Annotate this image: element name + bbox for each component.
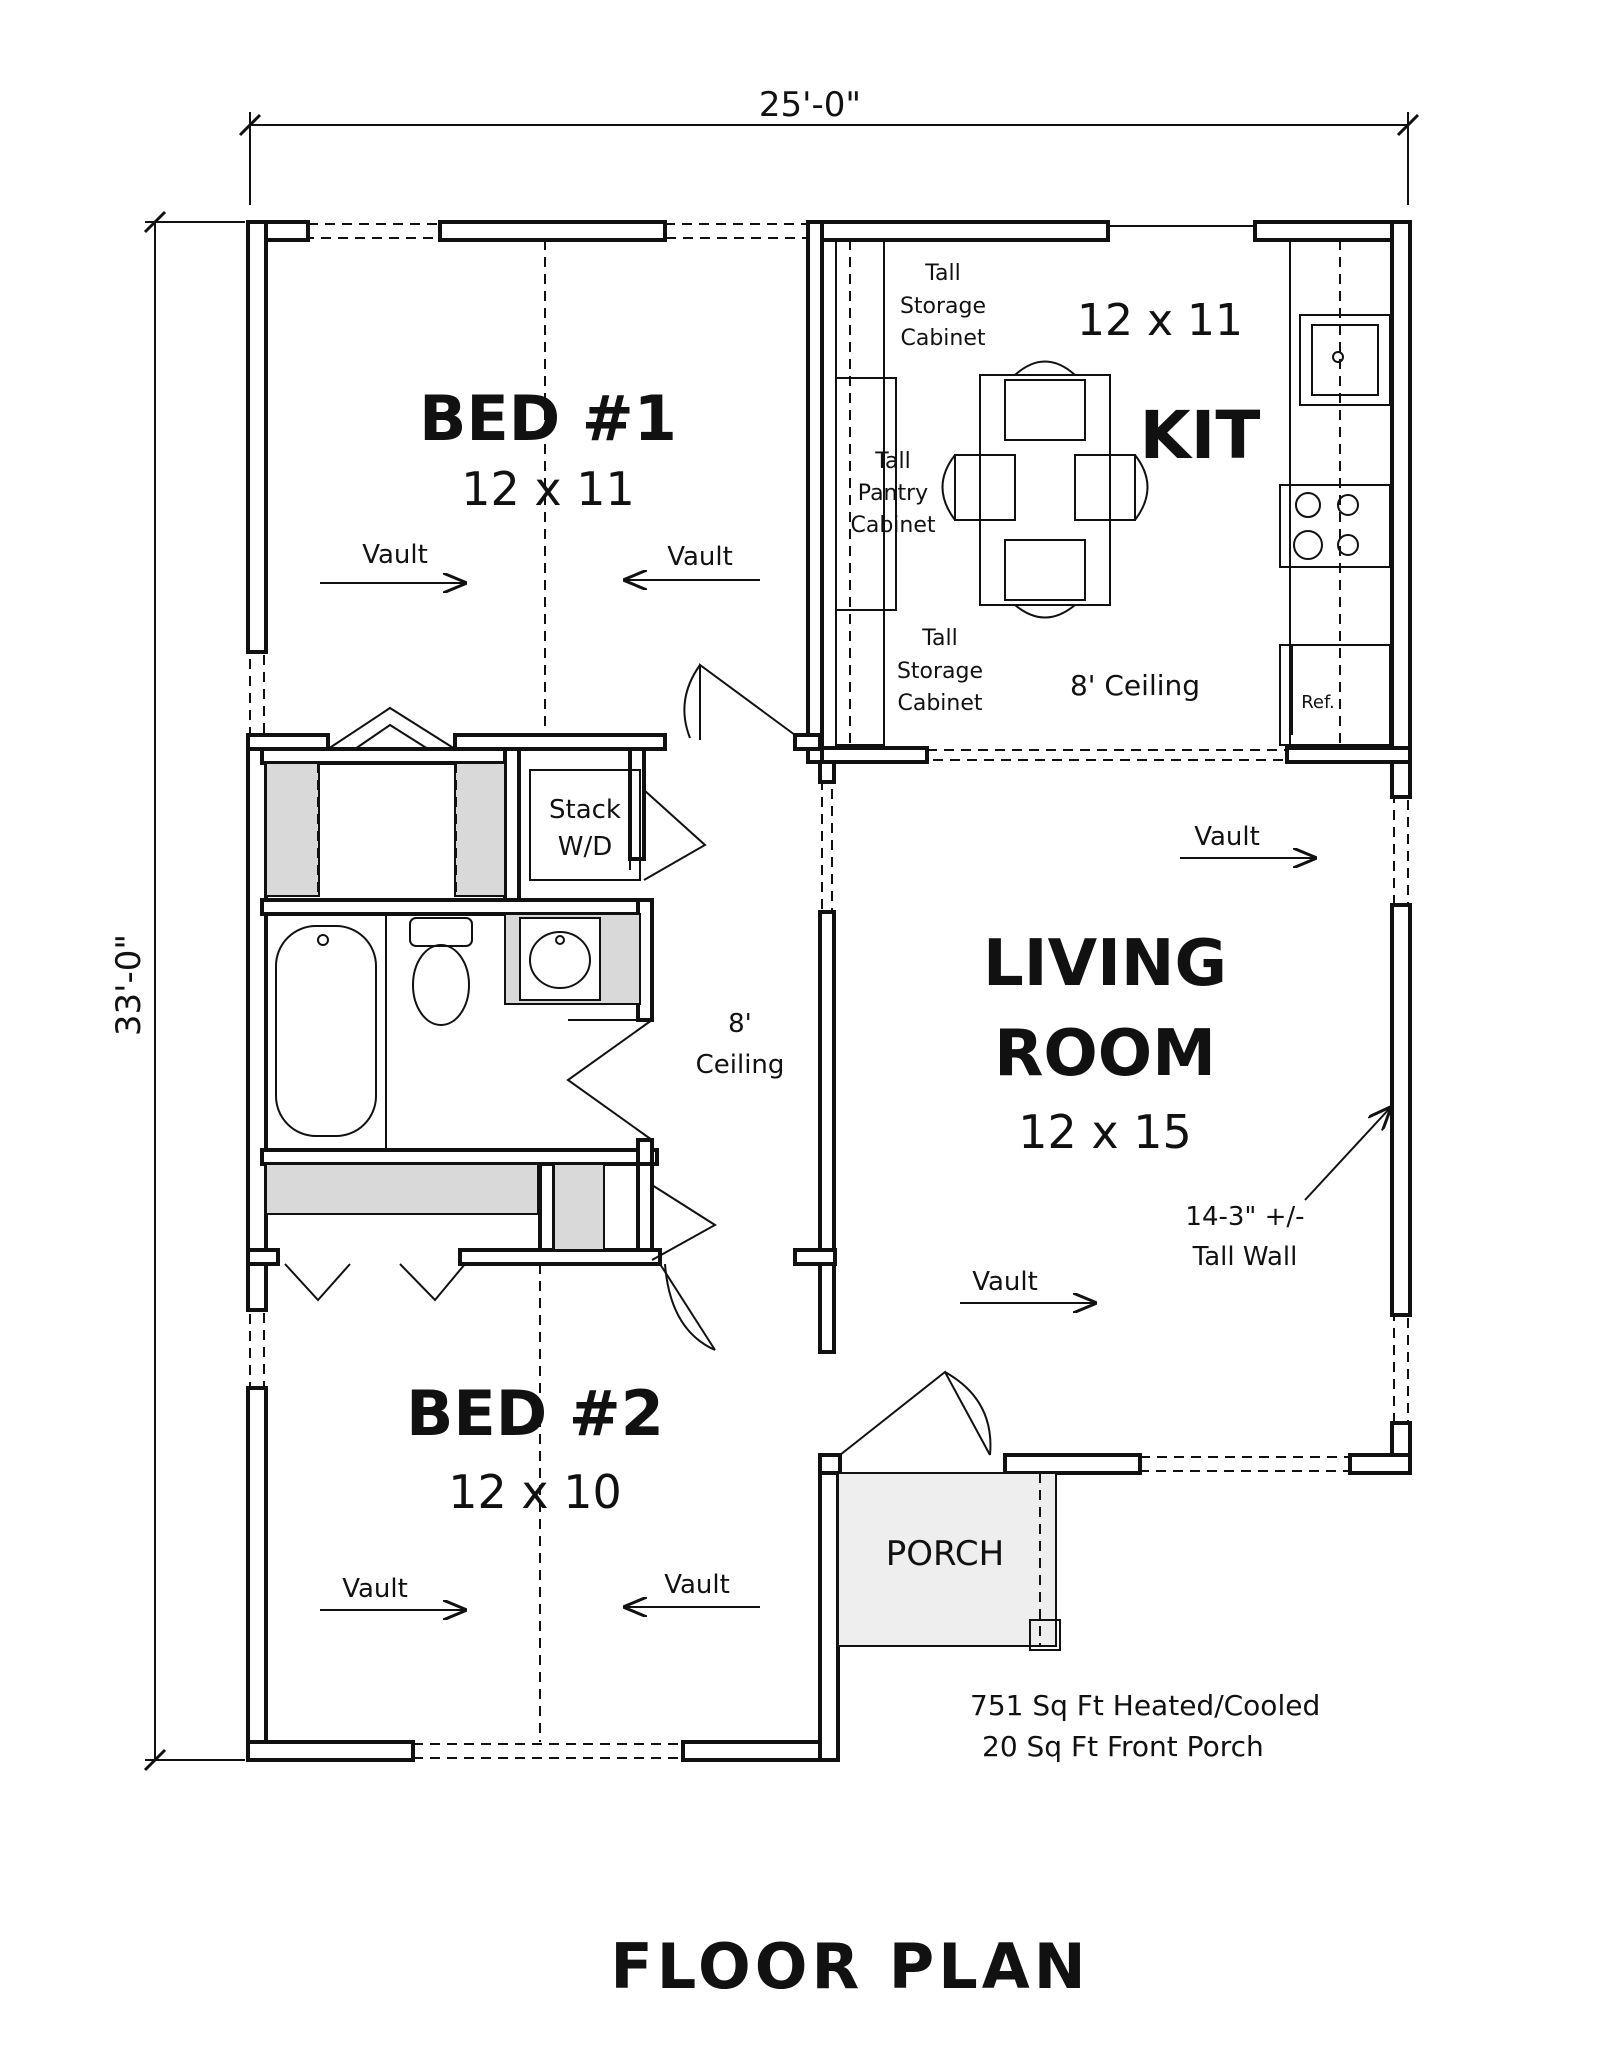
tall-storage-bottom-line3: Cabinet xyxy=(897,691,982,716)
kitchen-labels: 12 x 11 KIT 8' Ceiling Tall Storage Cabi… xyxy=(850,261,1260,716)
plan-title: FLOOR PLAN xyxy=(610,1930,1089,2003)
tall-pantry-line1: Tall xyxy=(874,449,911,474)
living-name-line2: ROOM xyxy=(994,1017,1216,1091)
tall-storage-top-line3: Cabinet xyxy=(900,326,985,351)
tall-storage-bottom-line1: Tall xyxy=(921,626,958,651)
living-room-labels: Vault LIVING ROOM 12 x 15 14-3" +/- Tall… xyxy=(960,822,1390,1303)
closets xyxy=(265,706,605,1302)
tall-storage-top-line1: Tall xyxy=(924,261,961,286)
tall-wall-line1: 14-3" +/- xyxy=(1185,1202,1304,1232)
living-size: 12 x 15 xyxy=(1018,1105,1192,1159)
bathroom xyxy=(265,913,653,1151)
tall-pantry-line3: Cabinet xyxy=(850,513,935,538)
kitchen-size: 12 x 11 xyxy=(1077,295,1243,346)
hall-labels: 8' Ceiling xyxy=(696,1009,785,1080)
bed1-labels: BED #1 12 x 11 Vault Vault xyxy=(320,382,760,583)
hall-ceiling-line2: Ceiling xyxy=(696,1050,785,1080)
bed1-size: 12 x 11 xyxy=(461,462,635,516)
bed1-vault-right: Vault xyxy=(667,542,733,572)
bed2-name: BED #2 xyxy=(406,1377,664,1450)
width-dimension: 25'-0" xyxy=(238,85,1420,205)
width-dimension-label: 25'-0" xyxy=(759,85,861,125)
refrigerator-label: Ref. xyxy=(1301,692,1335,713)
tall-pantry-line2: Pantry xyxy=(858,481,928,506)
hall-doors xyxy=(651,663,796,1351)
area-notes: 751 Sq Ft Heated/Cooled 20 Sq Ft Front P… xyxy=(970,1689,1320,1763)
bed2-size: 12 x 10 xyxy=(448,1465,622,1519)
laundry-closet: Stack W/D xyxy=(529,769,707,881)
bed2-vault-right: Vault xyxy=(664,1570,730,1600)
bed1-name: BED #1 xyxy=(419,382,677,455)
bed2-vault-left: Vault xyxy=(342,1574,408,1604)
laundry-label-line1: Stack xyxy=(549,795,621,825)
living-vault-top: Vault xyxy=(1194,822,1260,852)
living-name-line1: LIVING xyxy=(983,927,1227,1001)
laundry-label-line2: W/D xyxy=(558,832,613,862)
entry-and-porch: PORCH xyxy=(818,1370,1061,1651)
hall-ceiling-line1: 8' xyxy=(728,1009,752,1039)
tall-storage-bottom-line2: Storage xyxy=(897,659,983,684)
kitchen-name: KIT xyxy=(1140,397,1261,474)
depth-dimension: 33'-0" xyxy=(109,210,245,1772)
kitchen-fixtures: Ref. xyxy=(835,239,1393,749)
bed2-labels: BED #2 12 x 10 Vault Vault xyxy=(320,1377,760,1610)
interior-walls xyxy=(246,220,1412,1354)
porch-area-label: 20 Sq Ft Front Porch xyxy=(982,1730,1264,1763)
porch-label: PORCH xyxy=(886,1534,1005,1574)
tall-wall-line2: Tall Wall xyxy=(1192,1242,1298,1272)
living-vault-bottom: Vault xyxy=(972,1267,1038,1297)
bed1-vault-left: Vault xyxy=(362,540,428,570)
depth-dimension-label: 33'-0" xyxy=(109,934,149,1036)
heated-area-label: 751 Sq Ft Heated/Cooled xyxy=(970,1689,1320,1722)
kitchen-ceiling: 8' Ceiling xyxy=(1070,669,1200,702)
tall-storage-top-line2: Storage xyxy=(900,294,986,319)
